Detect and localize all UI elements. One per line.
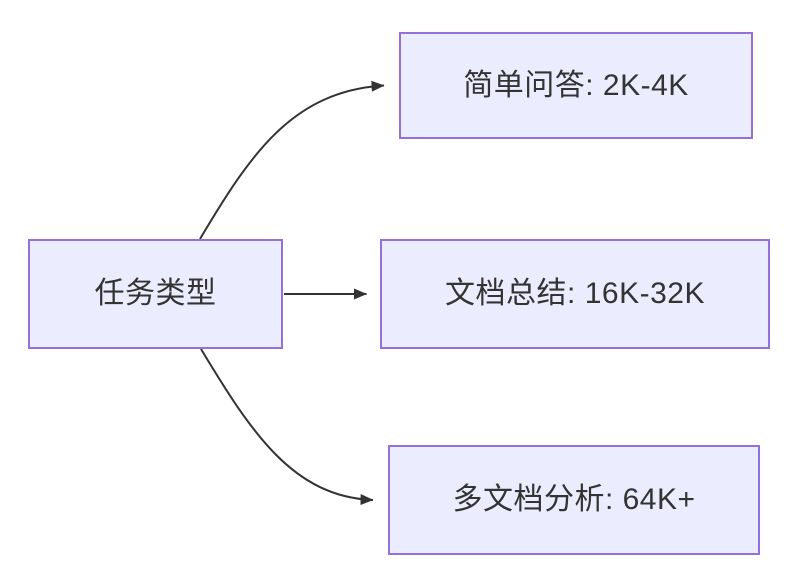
edge-task-to-simple-qa xyxy=(199,80,385,240)
node-multi-doc-label: 多文档分析: 64K+ xyxy=(452,483,696,516)
edge-task-to-multi-doc xyxy=(200,348,374,506)
node-simple-qa: 简单问答: 2K-4K xyxy=(399,32,753,139)
node-simple-qa-label: 简单问答: 2K-4K xyxy=(463,68,689,102)
node-doc-summary: 文档总结: 16K-32K xyxy=(380,239,770,349)
node-doc-summary-label: 文档总结: 16K-32K xyxy=(445,277,705,310)
node-multi-doc: 多文档分析: 64K+ xyxy=(388,445,760,555)
node-task-type: 任务类型 xyxy=(28,239,283,349)
node-task-type-label: 任务类型 xyxy=(94,277,217,310)
